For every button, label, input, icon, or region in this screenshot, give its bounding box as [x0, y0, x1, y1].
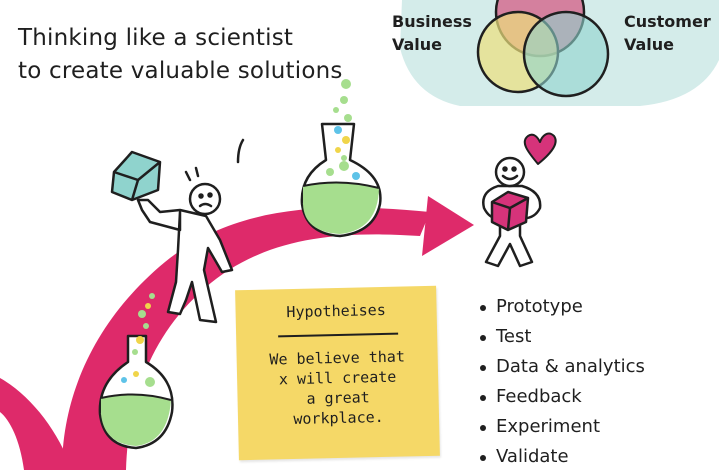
- sticky-line: We believe that: [269, 347, 406, 369]
- list-item: Test: [478, 322, 645, 352]
- flask-icon: [300, 79, 382, 238]
- list-item: Feedback: [478, 382, 645, 412]
- venn-label-business-line2: Value: [392, 35, 443, 54]
- title-line-2: to create valuable solutions: [18, 58, 343, 84]
- arrow-fragment-bottom: [0, 378, 72, 470]
- hypothesis-sticky-note: Hypotheises We believe that x will creat…: [235, 285, 440, 461]
- gift-icon: [490, 190, 530, 232]
- sticky-heading: Hypotheises: [286, 300, 386, 322]
- title-line-1: Thinking like a scientist: [18, 25, 294, 51]
- list-item: Prototype: [478, 292, 645, 322]
- list-item: Data & analytics: [478, 352, 645, 382]
- venn-label-customer-line1: Customer: [624, 12, 711, 31]
- methods-list: Prototype Test Data & analytics Feedback…: [478, 292, 645, 472]
- venn-label-business: Business Value: [392, 10, 472, 56]
- venn-diagram: [400, 0, 719, 106]
- venn-label-business-line1: Business: [392, 12, 472, 31]
- venn-label-customer: Customer Value: [624, 10, 711, 56]
- flask-icon: [98, 293, 174, 450]
- list-item: Experiment: [478, 412, 645, 442]
- sticky-divider: [278, 332, 399, 338]
- arrow-body: [62, 207, 430, 470]
- arrow-icon: [422, 196, 474, 256]
- venn-label-customer-line2: Value: [624, 35, 675, 54]
- sticky-body: We believe that x will create a great wo…: [244, 346, 431, 430]
- worried-person-icon: [136, 138, 245, 324]
- progress-arrow: [0, 196, 474, 470]
- page-title: Thinking like a scientist to create valu…: [18, 22, 343, 88]
- list-item: Validate: [478, 442, 645, 472]
- sticky-line: workplace.: [293, 407, 384, 429]
- venn-circle-right: [522, 10, 610, 98]
- cube-icon: [110, 150, 162, 202]
- heart-icon: [523, 132, 557, 165]
